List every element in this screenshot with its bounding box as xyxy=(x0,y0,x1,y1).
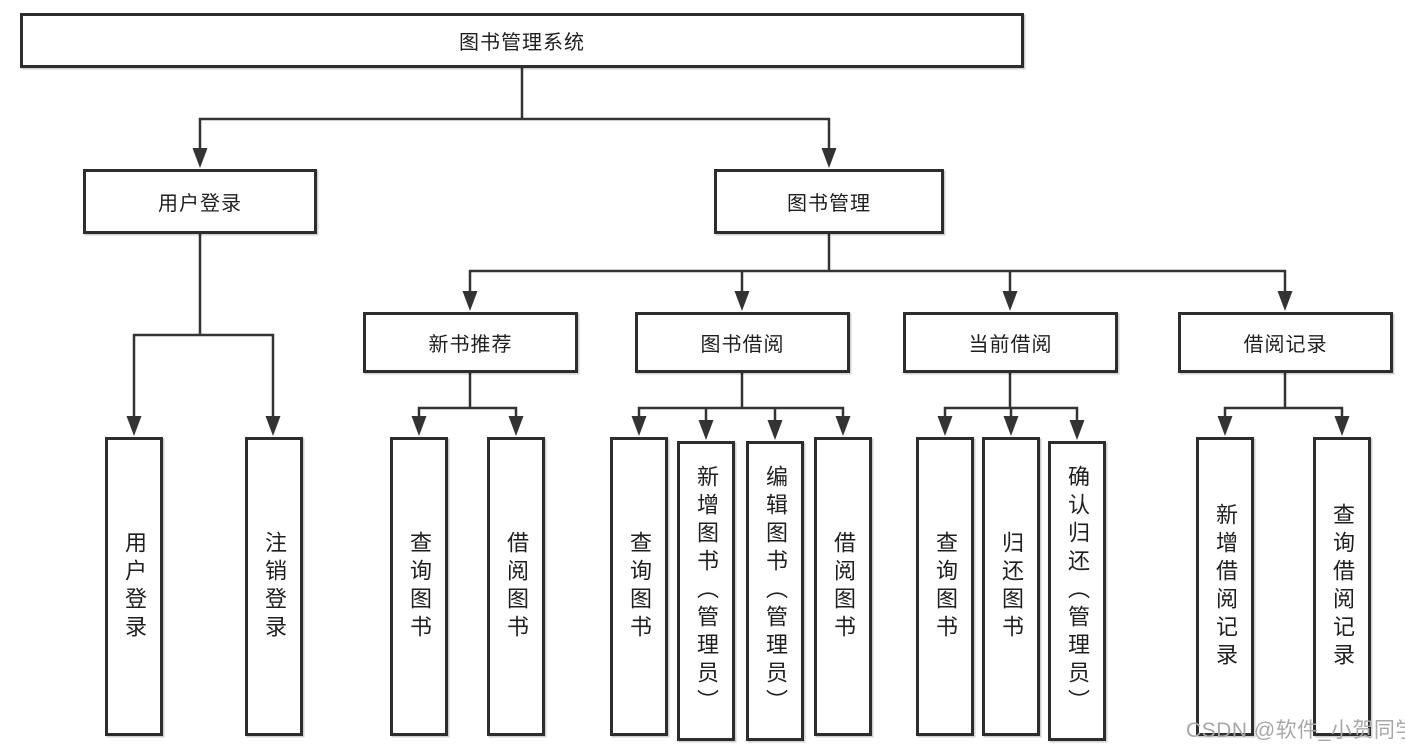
leaf-add-borrow-record: 新增借阅记录 xyxy=(1196,437,1254,736)
node-book-borrow: 图书借阅 xyxy=(635,312,850,373)
node-user-login-label: 用户登录 xyxy=(158,193,242,215)
leaf-user-login-label: 用户登录 xyxy=(122,530,147,643)
leaf-borrow-book-2-label: 借阅图书 xyxy=(831,530,856,643)
node-borrow-record-label: 借阅记录 xyxy=(1243,334,1328,356)
leaf-edit-book-admin-label: 编辑图书（管理员） xyxy=(763,465,788,717)
leaf-edit-book-admin: 编辑图书（管理员） xyxy=(746,441,804,741)
leaf-query-book-1-label: 查询图书 xyxy=(407,530,432,643)
leaf-logout: 注销登录 xyxy=(245,437,303,736)
leaf-borrow-book-1-label: 借阅图书 xyxy=(504,530,529,643)
leaf-confirm-return-admin-label: 确认归还（管理员） xyxy=(1065,465,1090,717)
node-user-login: 用户登录 xyxy=(83,169,317,234)
leaf-add-book-admin-label: 新增图书（管理员） xyxy=(694,465,719,717)
node-current-borrow-label: 当前借阅 xyxy=(968,334,1053,356)
leaf-query-borrow-record-label: 查询借阅记录 xyxy=(1330,502,1355,671)
leaf-logout-label: 注销登录 xyxy=(262,530,287,643)
node-book-management: 图书管理 xyxy=(714,169,944,234)
node-new-book-recommend: 新书推荐 xyxy=(363,312,578,373)
arrowheads xyxy=(126,148,1350,440)
leaf-add-borrow-record-label: 新增借阅记录 xyxy=(1213,502,1238,671)
leaf-query-book-2: 查询图书 xyxy=(610,437,668,736)
leaf-return-book: 归还图书 xyxy=(982,437,1040,736)
node-root-system-label: 图书管理系统 xyxy=(459,32,585,54)
leaf-user-login: 用户登录 xyxy=(105,437,163,736)
leaf-confirm-return-admin: 确认归还（管理员） xyxy=(1048,441,1106,741)
node-new-book-recommend-label: 新书推荐 xyxy=(428,334,513,356)
node-book-management-label: 图书管理 xyxy=(787,193,871,215)
node-book-borrow-label: 图书借阅 xyxy=(700,334,785,356)
leaf-add-book-admin: 新增图书（管理员） xyxy=(677,441,735,741)
leaf-return-book-label: 归还图书 xyxy=(999,530,1024,643)
leaf-query-book-1: 查询图书 xyxy=(390,437,448,736)
node-root-system: 图书管理系统 xyxy=(20,13,1024,68)
leaf-query-book-2-label: 查询图书 xyxy=(627,530,652,643)
node-borrow-record: 借阅记录 xyxy=(1178,312,1393,373)
csdn-watermark: CSDN @软件_小贺同学 xyxy=(1186,719,1405,742)
node-current-borrow: 当前借阅 xyxy=(903,312,1118,373)
leaf-borrow-book-2: 借阅图书 xyxy=(814,437,872,736)
leaf-borrow-book-1: 借阅图书 xyxy=(487,437,545,736)
leaf-query-book-3: 查询图书 xyxy=(916,437,974,736)
leaf-query-book-3-label: 查询图书 xyxy=(933,530,958,643)
leaf-query-borrow-record: 查询借阅记录 xyxy=(1313,437,1371,736)
